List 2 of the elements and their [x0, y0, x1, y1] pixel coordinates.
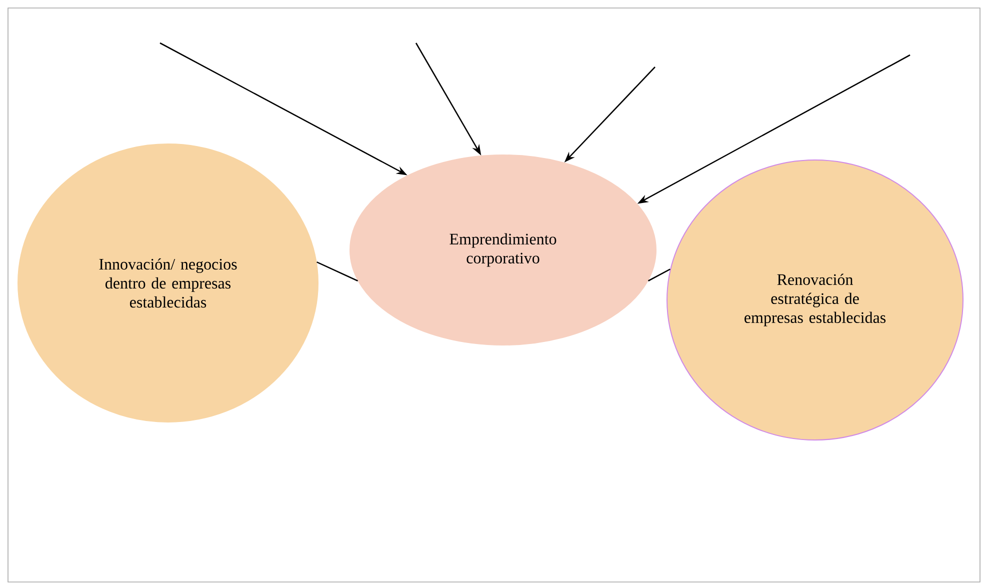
connector-line	[648, 268, 670, 282]
connector-line	[316, 262, 358, 282]
